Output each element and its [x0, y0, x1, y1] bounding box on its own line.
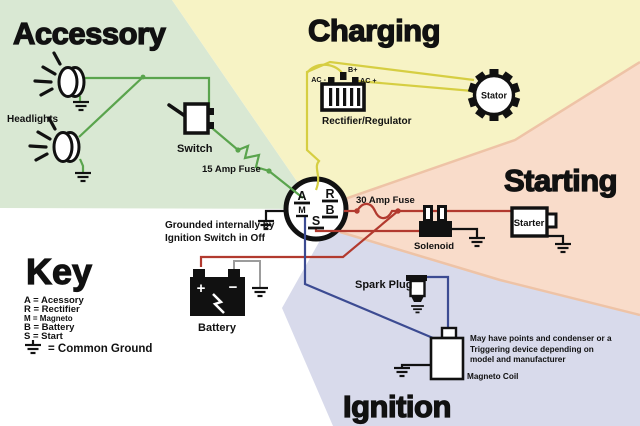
spark-plug-icon	[406, 275, 427, 302]
battery-negative-mark: −	[229, 279, 238, 296]
headlight2-icon	[28, 116, 81, 163]
rectifier-label: Rectifier/Regulator	[322, 116, 412, 127]
terminal-r-label: R	[325, 187, 334, 201]
solenoid-icon	[419, 205, 452, 237]
charging-title: Charging	[308, 13, 440, 48]
starting-region-edge	[315, 60, 640, 317]
coil-note-line2: Triggering device depending on	[470, 345, 594, 354]
battery-positive-mark: +	[197, 280, 206, 297]
ac-plus-label: AC +	[360, 76, 377, 85]
battery-ground-icon	[250, 286, 270, 298]
key-item-rectifier: R = Rectifier	[24, 304, 80, 315]
accessory-fuse-junctions	[140, 74, 272, 174]
coil-note-line3: model and manufacturer	[470, 355, 566, 364]
key-item-magneto: M = Magneto	[24, 314, 73, 323]
headlight1-icon	[33, 51, 86, 98]
b-plus-label: B+	[348, 65, 357, 74]
ignition-switch-icon	[283, 176, 349, 242]
stator-icon: Stator	[467, 69, 521, 121]
charging-wires	[305, 60, 475, 191]
terminal-a-label: A	[297, 189, 306, 203]
starting-region	[316, 62, 640, 315]
key-title: Key	[26, 251, 92, 292]
key-item-battery: B = Battery	[24, 322, 75, 333]
starter-icon	[510, 206, 558, 238]
ignition-title: Ignition	[343, 389, 451, 424]
spark-plug-label: Spark Plug	[355, 279, 412, 291]
magneto-coil-icon	[429, 326, 465, 381]
starting-title: Starting	[504, 163, 617, 198]
fuse30-label: 30 Amp Fuse	[356, 195, 415, 206]
common-ground-icon	[23, 343, 43, 355]
magneto-coil-label: Magneto Coil	[467, 372, 518, 381]
solenoid-label: Solenoid	[414, 241, 454, 252]
battery-icon: + −	[190, 269, 245, 316]
charging-region	[172, 0, 640, 209]
ignition-switch-terminals: A R M B S	[294, 187, 338, 230]
ignition-region	[282, 232, 640, 426]
key-legend: A = Acessory R = Rectifier M = Magneto B…	[24, 295, 152, 355]
starting-fuse-junctions	[354, 208, 401, 214]
ac-minus-label: AC -	[311, 75, 326, 84]
accessory-region	[0, 0, 316, 209]
terminal-m-label: M	[298, 205, 306, 215]
battery-label: Battery	[198, 322, 237, 334]
terminal-s-label: S	[312, 214, 320, 228]
starter-label: Starter	[514, 218, 545, 229]
rectifier-regulator-icon	[320, 72, 366, 112]
stator-label: Stator	[481, 91, 508, 101]
accessory-title: Accessory	[13, 16, 167, 51]
switch-ground-note-line1: Grounded internally by	[165, 220, 275, 231]
common-ground-label: = Common Ground	[48, 343, 152, 355]
coil-note-line1: May have points and condenser or a	[470, 334, 612, 343]
key-item-start: S = Start	[24, 331, 64, 342]
terminal-b-label: B	[325, 203, 334, 217]
battery-bolt-icon	[212, 293, 225, 314]
headlights-label: Headlights	[7, 114, 59, 125]
battery-negative-wire	[233, 260, 261, 287]
key-item-accessory: A = Acessory	[24, 295, 84, 306]
accessory-switch-icon	[167, 102, 214, 135]
switch-label: Switch	[177, 143, 213, 155]
ignition-wires	[303, 217, 450, 340]
fuse15-label: 15 Amp Fuse	[202, 164, 261, 175]
switch-ground-note-line2: Ignition Switch in Off	[165, 233, 266, 244]
